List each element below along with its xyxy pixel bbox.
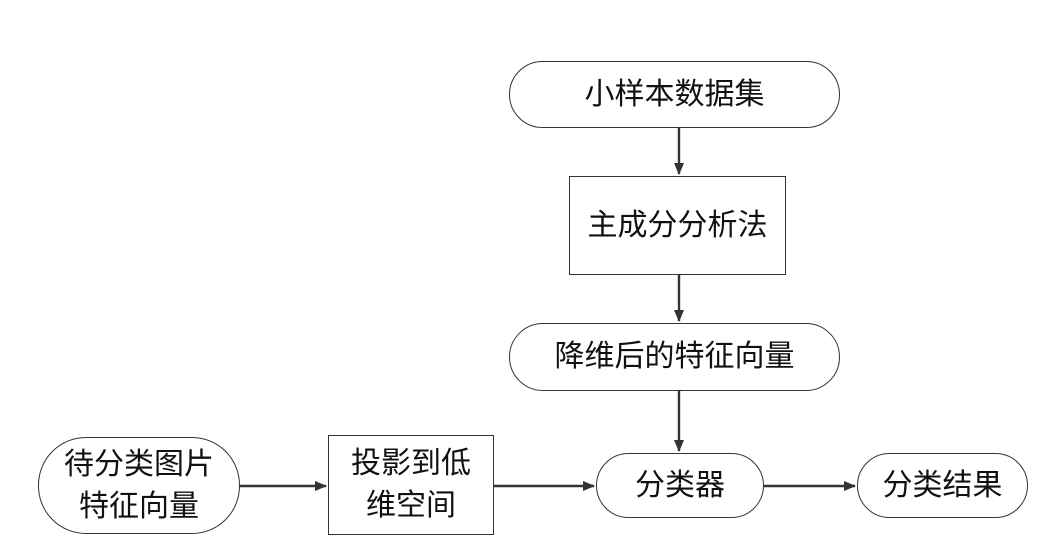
- node-input-image-features-line2: 特征向量: [79, 488, 199, 524]
- node-projection-low-dim: 投影到低 维空间: [328, 435, 494, 535]
- node-classifier-label: 分类器: [635, 467, 725, 503]
- node-reduced-feature-vector-label: 降维后的特征向量: [554, 339, 795, 374]
- node-classification-result: 分类结果: [857, 453, 1028, 518]
- node-pca-method: 主成分分析法: [569, 176, 786, 275]
- node-classification-result-label: 分类结果: [882, 467, 1003, 503]
- node-input-image-features: 待分类图片 特征向量: [38, 437, 240, 534]
- node-input-image-features-line1: 待分类图片: [64, 446, 214, 482]
- node-small-sample-dataset: 小样本数据集: [509, 61, 840, 128]
- node-reduced-feature-vector: 降维后的特征向量: [509, 323, 840, 391]
- node-projection-low-dim-line1: 投影到低: [351, 446, 471, 481]
- node-small-sample-dataset-label: 小样本数据集: [584, 76, 765, 112]
- node-classifier: 分类器: [596, 453, 764, 518]
- node-pca-method-label: 主成分分析法: [587, 207, 768, 243]
- node-projection-low-dim-line2: 维空间: [366, 488, 456, 523]
